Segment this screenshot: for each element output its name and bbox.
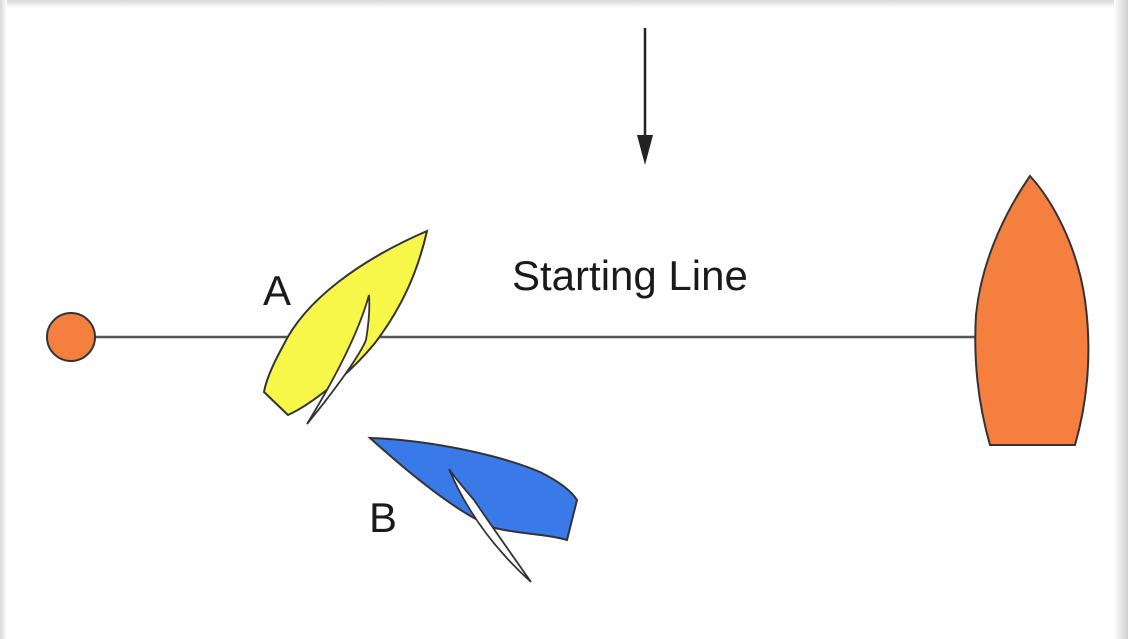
boat-a-label: A [263, 267, 291, 314]
boat-b-label: B [369, 494, 397, 541]
top-edge-shadow [0, 0, 1128, 8]
right-edge-shadow [1114, 0, 1128, 639]
boat-a-icon [262, 229, 429, 425]
boat-b-icon [367, 436, 579, 583]
committee-boat-icon [974, 174, 1090, 446]
starting-line-label: Starting Line [512, 252, 748, 299]
left-edge-shadow [0, 0, 7, 639]
wind-direction-arrow-icon [637, 28, 653, 165]
buoy-mark-icon [46, 312, 96, 362]
